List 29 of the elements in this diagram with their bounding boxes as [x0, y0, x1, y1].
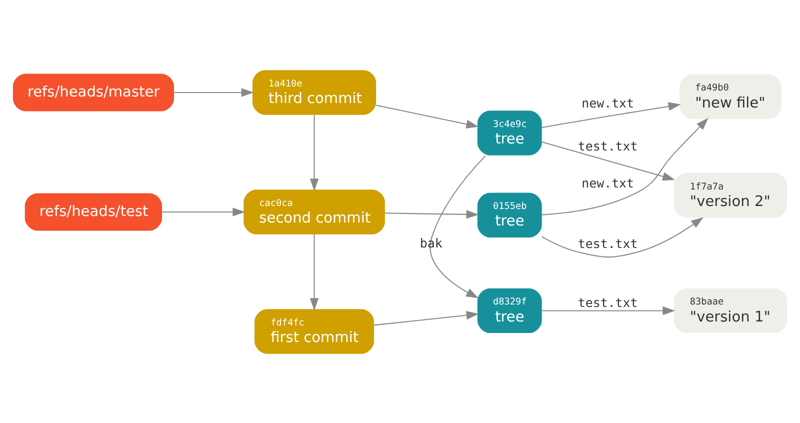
arrow — [542, 102, 681, 128]
arrow — [310, 234, 319, 310]
node-box: cac0ca second commit — [244, 189, 385, 234]
edge-label: test.txt — [578, 138, 638, 153]
edge-label: new.txt — [582, 95, 634, 110]
node-box: refs/heads/master — [12, 73, 174, 111]
arrow — [310, 114, 319, 191]
node-box: fa49b0 "new file" — [680, 74, 782, 118]
arrow — [174, 88, 254, 96]
node-box: refs/heads/test — [24, 192, 162, 230]
arrow — [542, 117, 708, 215]
arrow — [374, 310, 479, 326]
edge-label: test.txt — [578, 235, 638, 250]
edge-label: test.txt — [578, 294, 638, 310]
arrow — [385, 210, 479, 218]
edge-label: new.txt — [582, 175, 634, 190]
arrow — [542, 216, 704, 258]
arrow — [430, 154, 486, 298]
arrow — [542, 306, 676, 315]
node-box: fdf4fc first commit — [254, 308, 374, 354]
node-box: d8329f tree — [477, 288, 542, 333]
node-box: 83baae "version 1" — [674, 288, 788, 333]
node-box: 1a410e third commit — [252, 70, 376, 114]
node-box: 0155eb tree — [477, 192, 542, 237]
arrow — [542, 140, 676, 180]
node-box: 1f7a7a "version 2" — [674, 172, 788, 218]
node-box: 3c4e9c tree — [477, 110, 542, 155]
arrow — [376, 104, 479, 128]
arrow — [162, 207, 246, 216]
